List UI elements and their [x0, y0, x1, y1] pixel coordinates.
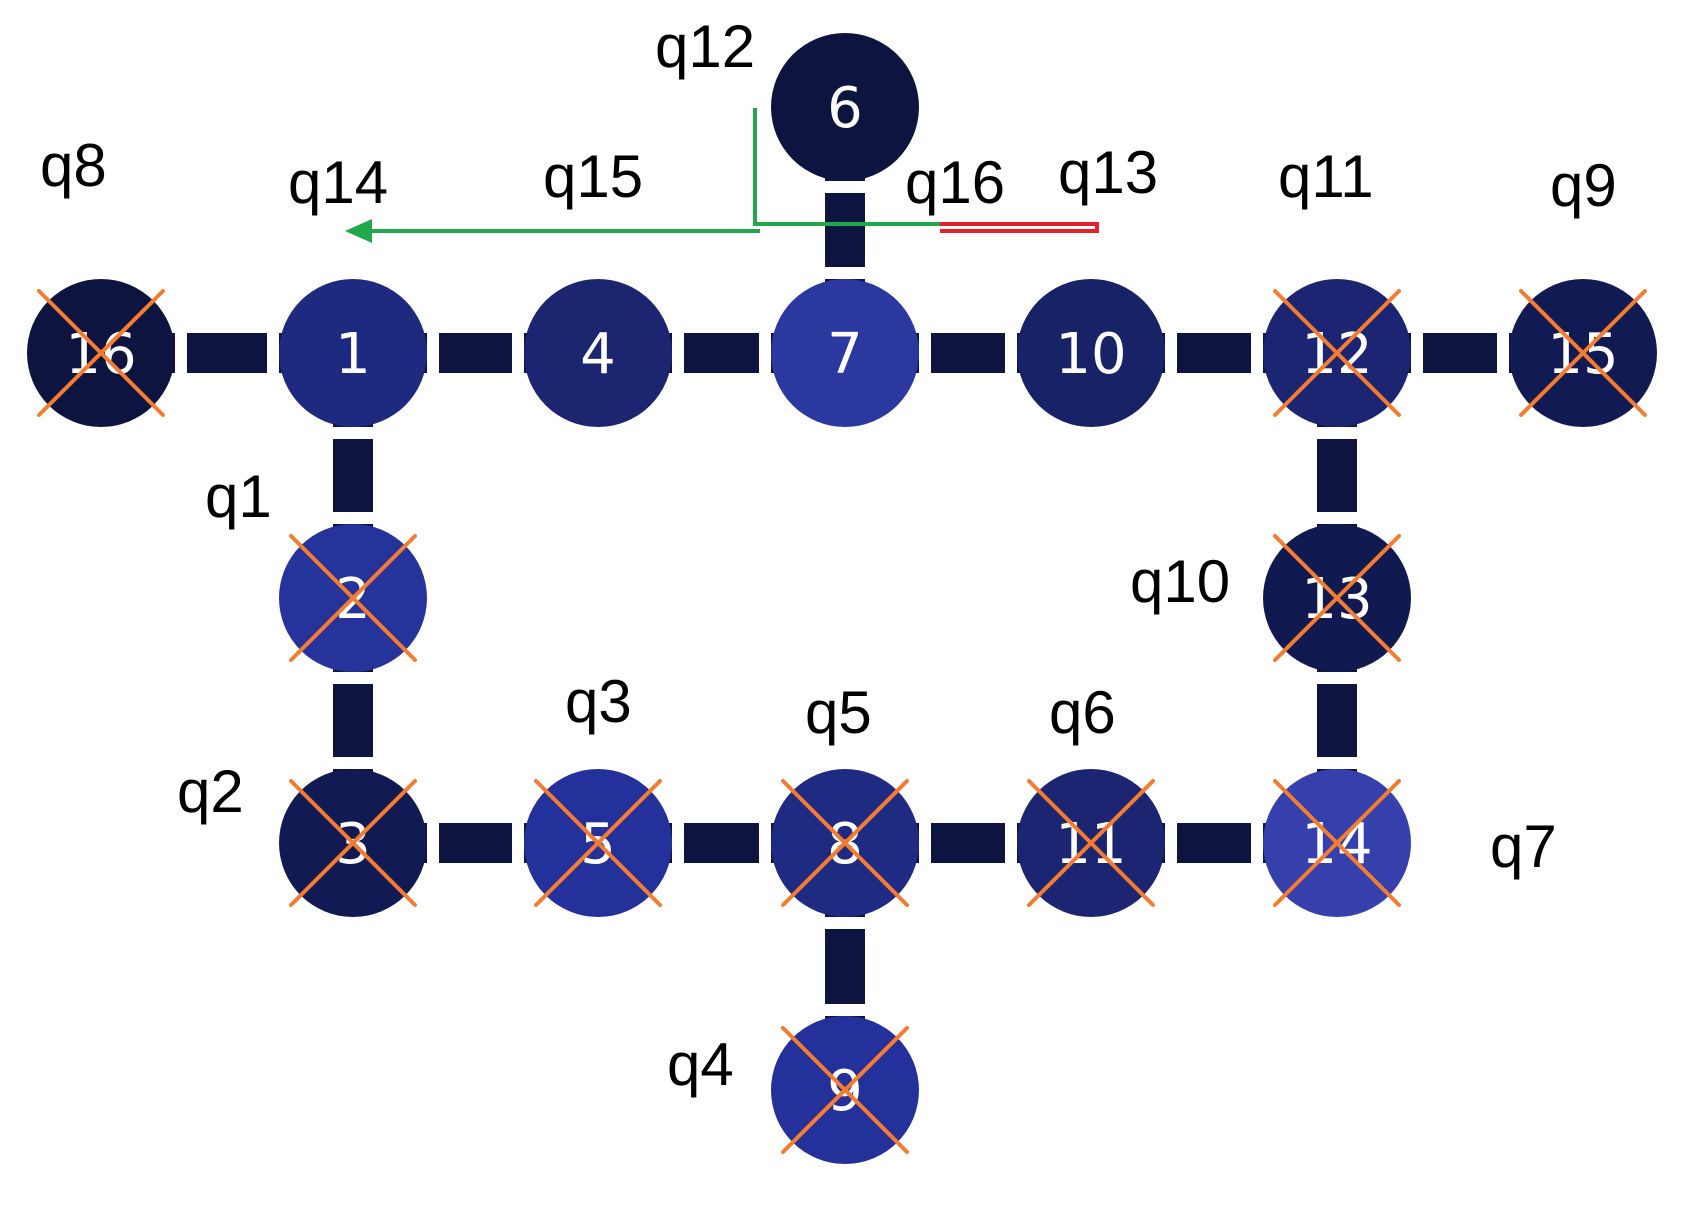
node-number: 7 [827, 322, 863, 387]
qubit-label-q3: q3 [565, 668, 632, 735]
qubit-label-q1: q1 [205, 463, 272, 530]
qubit-label-q11: q11 [1278, 143, 1374, 210]
qubit-node-11: 11 [1017, 769, 1165, 917]
qubit-label-q5: q5 [805, 679, 872, 746]
qubit-label-q9: q9 [1550, 152, 1617, 219]
qubit-node-5: 5 [524, 769, 672, 917]
cross-mark-line [1273, 779, 1401, 907]
qubit-label-q10: q10 [1130, 548, 1230, 615]
node-number: 4 [580, 322, 616, 387]
cross-mark-line [1027, 779, 1155, 907]
qubit-node-16: 16 [27, 279, 175, 427]
qubit-label-q8: q8 [40, 132, 107, 199]
qubit-node-13: 13 [1263, 524, 1411, 672]
node-circle [1017, 279, 1165, 427]
qubit-node-14: 14 [1263, 769, 1411, 917]
qubit-label-q13: q13 [1058, 139, 1158, 206]
node-circle [524, 279, 672, 427]
qubit-node-2: 2 [279, 524, 427, 672]
node-number: 10 [1055, 322, 1126, 387]
qubit-node-12: 12 [1263, 279, 1411, 427]
cross-mark-line [289, 534, 417, 662]
qubit-node-7: 7 [771, 279, 919, 427]
qubit-node-6: 6 [771, 33, 919, 181]
cross-mark-line [781, 1026, 909, 1154]
node-circle [279, 279, 427, 427]
qubit-label-q2: q2 [177, 758, 244, 825]
node-circle [771, 279, 919, 427]
qubit-label-q12: q12 [655, 13, 755, 80]
node-circle [771, 33, 919, 181]
qubit-node-9: 9 [771, 1016, 919, 1164]
qubit-label-q15: q15 [543, 143, 643, 210]
cross-mark-line [781, 779, 909, 907]
qubit-node-8: 8 [771, 769, 919, 917]
node-number: 6 [827, 76, 863, 141]
cross-mark-line [37, 289, 165, 417]
routing-arrow [345, 108, 1099, 243]
qubit-node-4: 4 [524, 279, 672, 427]
nodes-layer: 12345678910111213141516 [27, 33, 1657, 1164]
qubit-label-q16: q16 [905, 149, 1005, 216]
cross-mark-line [1273, 289, 1401, 417]
qubit-label-q14: q14 [288, 149, 388, 216]
qubit-node-3: 3 [279, 769, 427, 917]
qubit-node-15: 15 [1509, 279, 1657, 427]
node-number: 1 [335, 322, 371, 387]
qubit-node-10: 10 [1017, 279, 1165, 427]
cross-mark-line [1519, 289, 1647, 417]
qubit-label-q6: q6 [1049, 679, 1116, 746]
qubit-labels-layer: q12 q8 q14 q15 q16 q13 q11 q9 q1 q10 q3 q5 q6 q2 q7 q4 [40, 13, 1617, 1098]
green-path-line [753, 108, 940, 226]
qubit-label-q7: q7 [1490, 813, 1557, 880]
green-arrowhead [345, 219, 372, 243]
qubit-node-1: 1 [279, 279, 427, 427]
qubit-label-q4: q4 [667, 1031, 734, 1098]
cross-mark-line [534, 779, 662, 907]
cross-mark-line [1273, 534, 1401, 662]
cross-mark-line [289, 779, 417, 907]
